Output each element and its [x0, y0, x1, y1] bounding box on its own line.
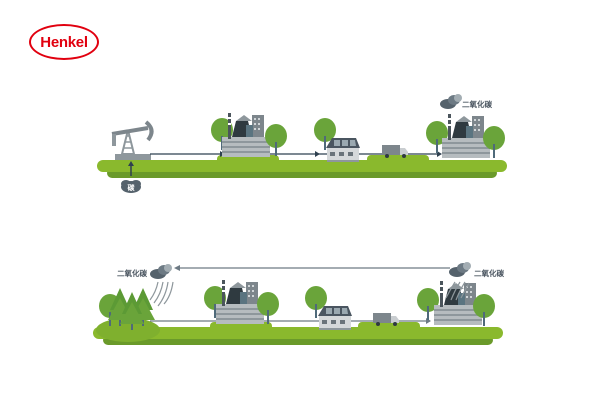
factory-icon — [216, 280, 264, 324]
co2-emission-label: 二氧化碳 — [462, 99, 492, 109]
co2-cloud-icon — [150, 264, 172, 279]
co2-absorption-label: 二氧化碳 — [117, 268, 147, 278]
arrow-right-icon — [437, 151, 442, 157]
co2-emission-label: 二氧化碳 — [474, 268, 504, 278]
emission-wind-icon — [445, 281, 470, 301]
arrow-up-icon — [128, 161, 134, 166]
arrow-right-icon — [315, 151, 320, 157]
scene-fossil: 碳 二氧化碳 — [97, 94, 507, 193]
absorption-wind-icon — [149, 281, 174, 307]
arrow-left-icon — [174, 265, 180, 271]
brand-name: Henkel — [40, 33, 88, 51]
henkel-logo: Henkel — [29, 24, 99, 60]
factory-emitting-icon — [442, 114, 490, 158]
house-icon — [326, 138, 360, 162]
ground-light — [97, 160, 507, 172]
scene-renewable: 二氧化碳 二氧化碳 — [93, 262, 504, 345]
oil-pump-icon — [111, 120, 154, 160]
house-icon — [318, 306, 352, 330]
co2-cloud-icon — [440, 94, 462, 109]
co2-cloud-icon — [449, 262, 471, 277]
factory-icon — [222, 113, 270, 157]
carbon-cloud-icon: 碳 — [121, 180, 141, 193]
carbon-label: 碳 — [128, 183, 136, 192]
